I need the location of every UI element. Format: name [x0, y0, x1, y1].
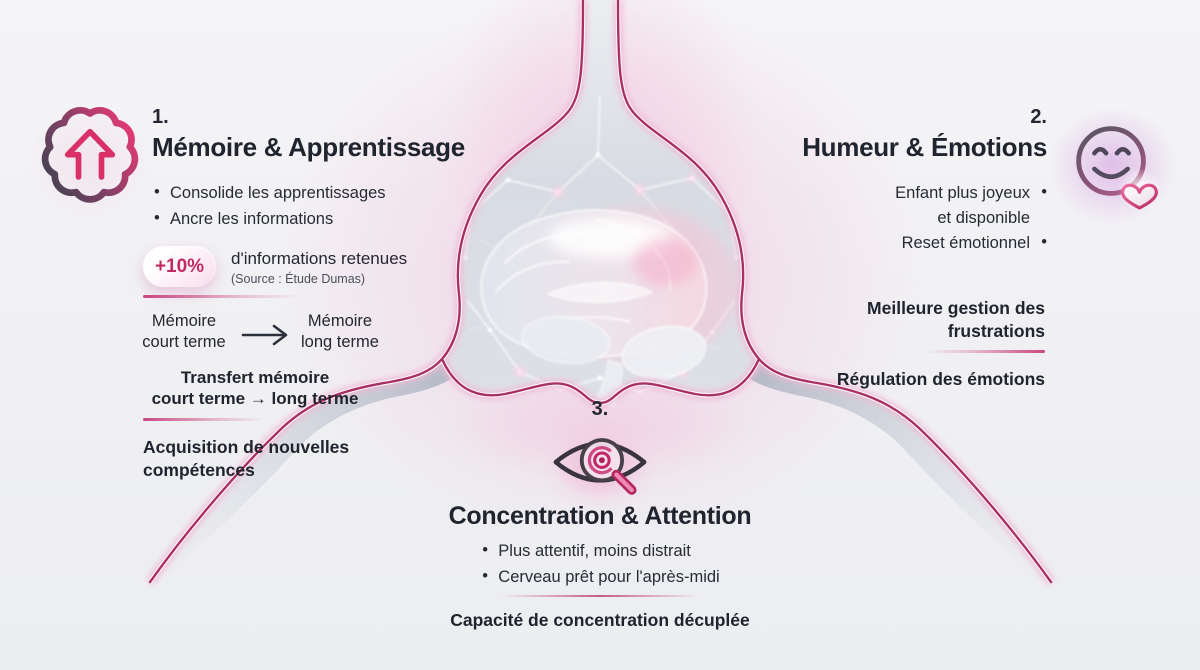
stat-text-block: d'informations retenues (Source : Étude …: [231, 246, 407, 286]
dendrite-wings: [150, 359, 1051, 584]
memory-transfer: Transfert mémoire court terme → long ter…: [151, 368, 359, 408]
list-item: et disponible: [937, 209, 1030, 227]
eye-magnifier-icon: [550, 423, 650, 507]
memory-bullet-list: Consolide les apprentissages Ancre les i…: [152, 182, 386, 235]
memory-section-number: 1.: [152, 106, 169, 128]
smiley-heart-icon: [1062, 112, 1164, 216]
memory-stat: +10% d'informations retenues (Source : É…: [143, 246, 407, 287]
mood-highlight-2: Régulation des émotions: [836, 369, 1045, 389]
memory-highlight: Acquisition de nouvelles compétences: [143, 437, 350, 480]
stat-text: d'informations retenues: [231, 249, 408, 268]
membrane-strokes: [146, 0, 1055, 585]
divider-line: [143, 418, 265, 421]
memory-flow: Mémoire court terme Mémoire long terme: [128, 311, 388, 353]
stat-source: (Source : Étude Dumas): [231, 272, 366, 286]
mood-section-title: Humeur & Émotions: [802, 132, 1047, 162]
mood-highlight-1: Meilleure gestion des frustrations: [867, 298, 1045, 341]
focus-section-number: 3.: [591, 398, 609, 420]
list-item: Enfant plus joyeux: [895, 182, 1047, 204]
divider-line: [925, 350, 1045, 353]
list-item: Consolide les apprentissages: [152, 182, 386, 204]
list-item: Reset émotionnel: [895, 232, 1047, 254]
list-item: Cerveau prêt pour l'après-midi: [480, 566, 719, 588]
arrow-right-icon: [240, 321, 292, 347]
divider-line: [143, 295, 301, 298]
divider-line: [500, 595, 700, 597]
focus-bullet-list: Plus attentif, moins distrait Cerveau pr…: [480, 540, 719, 593]
stat-badge: +10%: [143, 246, 216, 287]
flow-to: Mémoire long terme: [301, 312, 379, 351]
list-item: Ancre les informations: [152, 208, 386, 230]
brain-arrow-up-icon: [40, 102, 140, 206]
mood-bullet-list: Enfant plus joyeux et disponible Reset é…: [895, 182, 1047, 258]
flow-from: Mémoire court terme: [142, 312, 226, 351]
mood-section-number: 2.: [1030, 106, 1047, 128]
focus-section-title: Concentration & Attention: [448, 502, 752, 530]
focus-highlight: Capacité de concentration décuplée: [450, 610, 750, 630]
list-item: Plus attentif, moins distrait: [480, 540, 719, 562]
brain-illustration: [480, 207, 738, 407]
memory-section-title: Mémoire & Apprentissage: [152, 132, 465, 162]
